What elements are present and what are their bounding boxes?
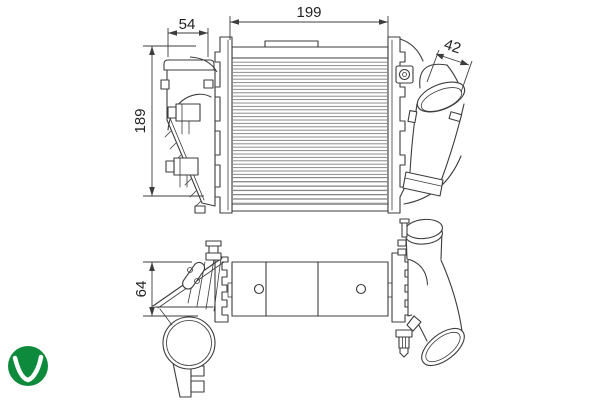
dimension-label-core-height: 189 <box>132 108 149 133</box>
dimension-label-plan-depth: 64 <box>133 281 150 298</box>
right-tank <box>395 38 466 205</box>
bleed-nipple <box>205 240 222 261</box>
band-right-notch <box>387 282 393 298</box>
plan-plate-right <box>391 252 411 323</box>
left-tank-foot <box>194 205 206 214</box>
left-tank-tab-right <box>203 79 214 89</box>
core-top-tab <box>264 40 319 48</box>
valeo-logo <box>8 346 48 386</box>
plan-right-assembly <box>395 218 465 367</box>
left-tank <box>160 59 216 214</box>
plan-hole-left <box>253 283 265 295</box>
dimension-plan-depth: 64 <box>133 261 198 317</box>
left-tank-clip-upper <box>167 103 201 135</box>
valeo-emblem-icon <box>12 354 44 383</box>
side-plate-right <box>387 36 406 214</box>
pipe-clip-right <box>448 111 463 123</box>
front-view: 199 54 189 42 <box>132 4 473 214</box>
right-tank-bend-arc <box>419 63 448 89</box>
plan-left-assembly <box>152 240 225 398</box>
plan-port-circle <box>162 316 216 370</box>
plan-view: 64 <box>133 218 465 398</box>
mounting-pin-tip <box>399 347 409 358</box>
outlet-pipe-foot <box>402 171 444 197</box>
core <box>231 40 389 212</box>
plan-plate-left <box>214 256 229 323</box>
plan-pipe-spout <box>406 315 422 332</box>
plan-outlet-pipe <box>406 259 465 367</box>
left-tank-clip-lower <box>165 157 199 188</box>
left-tank-tab-left <box>160 79 170 90</box>
mounting-pin <box>395 329 413 358</box>
outlet-pipe <box>402 81 466 197</box>
dimension-label-pipe-length: 42 <box>442 36 463 57</box>
stub-bleed-cap <box>399 218 410 224</box>
dimension-label-core-width: 199 <box>296 4 321 21</box>
plan-pipe-mouth <box>421 327 465 367</box>
plan-hole-right <box>355 283 367 295</box>
left-tank-dome-arc <box>167 93 212 131</box>
core-lower-tubes <box>233 177 387 203</box>
dimension-tank-depth: 54 <box>167 16 218 73</box>
dimension-core-height: 189 <box>132 45 204 197</box>
dimension-core-width: 199 <box>229 4 389 40</box>
inlet-fitting <box>395 65 414 84</box>
bracket-pad <box>182 261 206 290</box>
left-tank-cap <box>163 59 215 71</box>
dimension-pipe-length: 42 <box>426 36 473 93</box>
dimension-label-tank-depth: 54 <box>179 16 196 33</box>
pipe-clip-left <box>407 110 418 124</box>
core-fins <box>233 60 387 177</box>
plan-core-band <box>227 261 393 317</box>
band-left-notch <box>227 282 233 298</box>
side-plate-left <box>214 36 233 214</box>
valeo-logo-circle <box>8 346 48 386</box>
plan-inlet-stub <box>397 218 443 260</box>
